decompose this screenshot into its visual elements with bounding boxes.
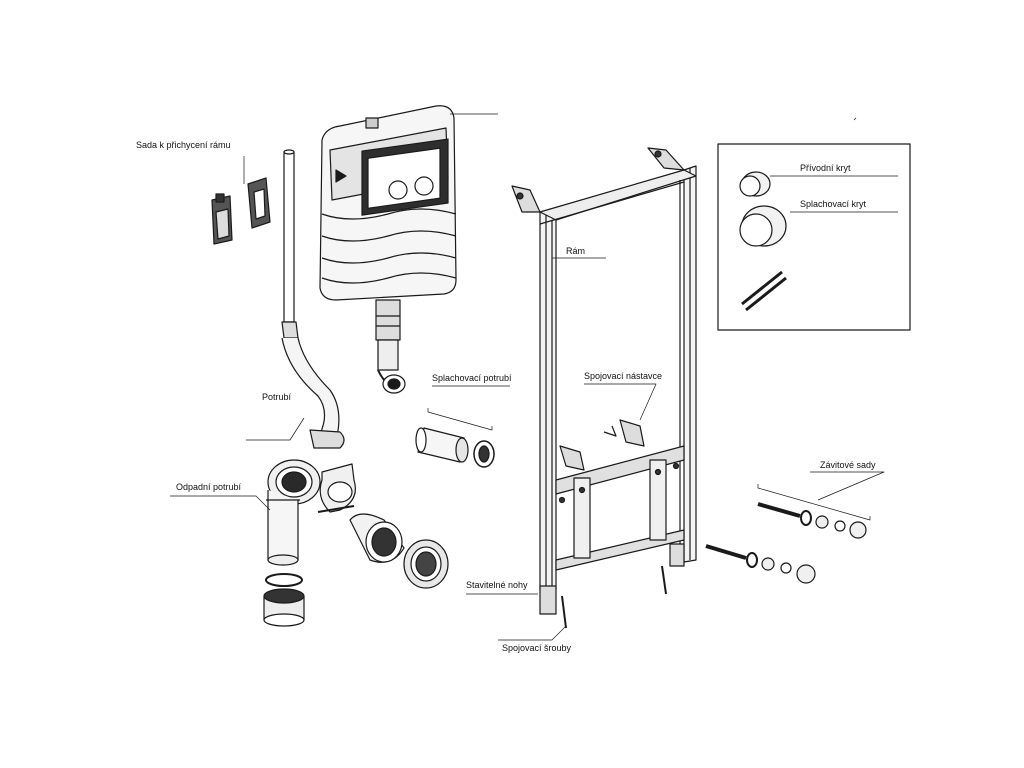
label-frame: Rám xyxy=(566,246,586,256)
cistern xyxy=(319,105,457,394)
label-flush-cover: Splachovací kryt xyxy=(800,199,867,209)
label-bolts: Spojovací šrouby xyxy=(502,643,572,653)
label-connectors: Spojovací nástavce xyxy=(584,371,663,381)
label-waste-pipe: Odpadní potrubí xyxy=(176,482,242,492)
covers-inset-box xyxy=(717,143,911,331)
label-adjustable-legs: Stavitelné nohy xyxy=(466,580,528,590)
label-flush-pipe: Splachovací potrubí xyxy=(432,373,512,383)
pan-connector xyxy=(349,513,449,589)
threaded-sets xyxy=(705,502,867,584)
frame xyxy=(511,147,697,629)
label-pipe: Potrubí xyxy=(262,392,292,402)
label-threaded-sets: Závitové sady xyxy=(820,460,876,470)
label-frame-kit: Sada k přichycení rámu xyxy=(136,140,231,150)
pipe-bracket xyxy=(317,463,356,513)
supply-pipe xyxy=(281,149,345,449)
waste-pipe xyxy=(263,459,321,627)
flush-pipe xyxy=(415,427,495,468)
frame-fixing-kit xyxy=(211,177,271,245)
label-inlet-cover: Přívodní kryt xyxy=(800,163,851,173)
